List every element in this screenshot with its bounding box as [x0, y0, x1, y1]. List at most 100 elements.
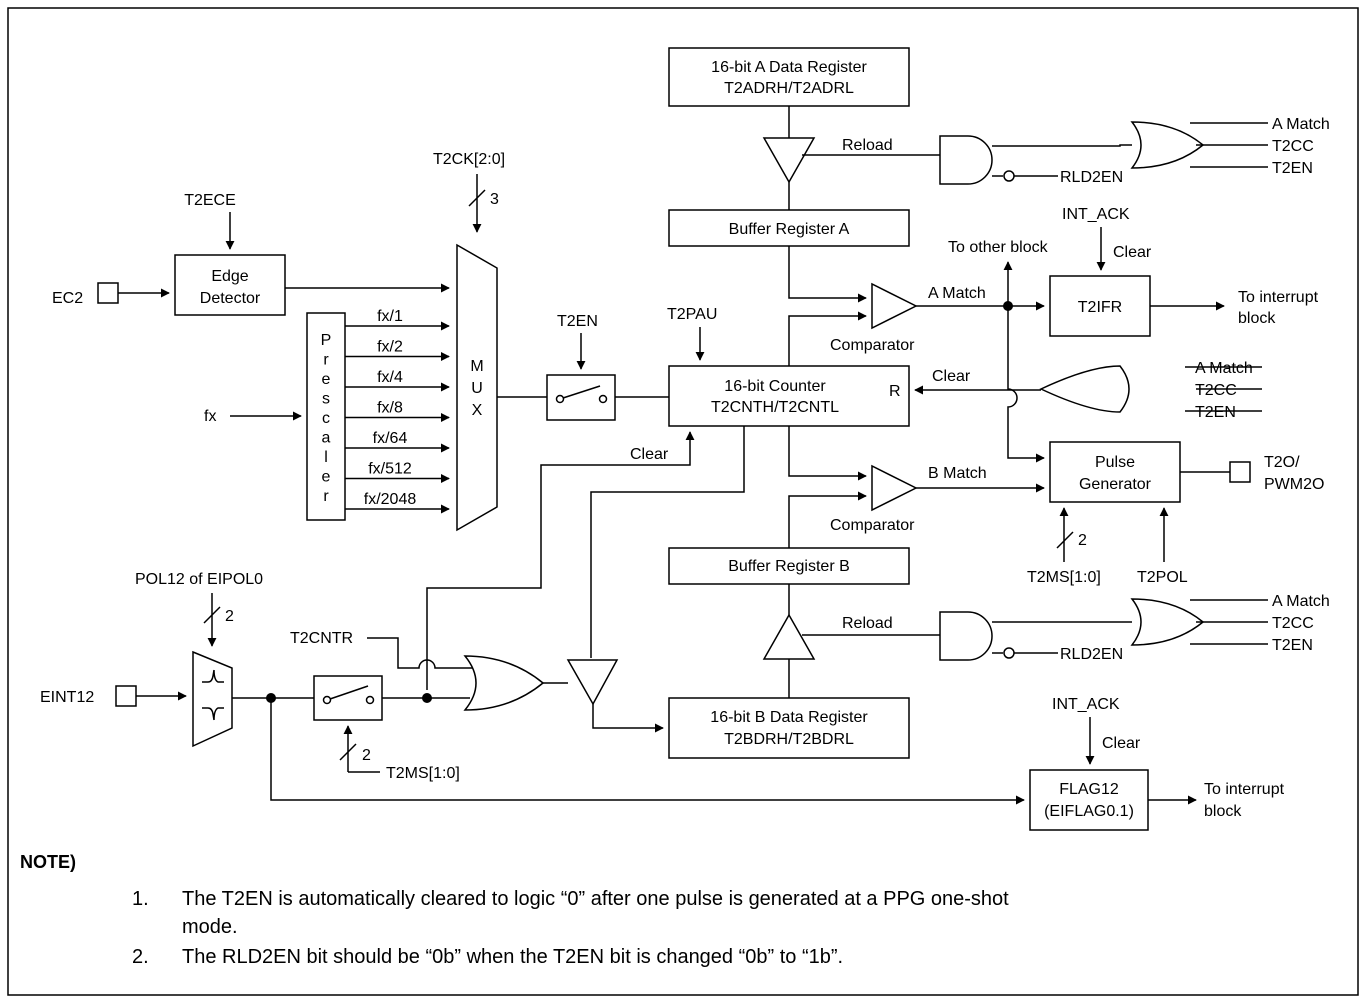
comparator-a-label: Comparator — [830, 337, 915, 354]
or-r-input-t2en: T2EN — [1195, 404, 1236, 421]
b-match-label: B Match — [928, 465, 987, 482]
counter-clear-label: Clear — [630, 446, 669, 463]
notes-title: NOTE) — [20, 852, 76, 872]
or-b-input-t2en: T2EN — [1272, 637, 1313, 654]
t2o-label-1: T2O/ — [1264, 454, 1300, 471]
or-a-input-t2cc: T2CC — [1272, 138, 1314, 155]
to-other-block-label: To other block — [948, 239, 1049, 256]
counter-reset-pin: R — [889, 383, 901, 400]
t2ck-bus-width: 3 — [490, 191, 499, 208]
t2ece-label: T2ECE — [184, 192, 236, 209]
t2ms-bus-width-b: 2 — [362, 747, 371, 764]
edge-detector-label-1: Edge — [211, 268, 248, 285]
mux-letter: X — [472, 402, 483, 419]
note-1-line-2: mode. — [182, 916, 238, 938]
comparator-b-label: Comparator — [830, 517, 915, 534]
pol12-label: POL12 of EIPOL0 — [135, 571, 263, 588]
mux-letter: M — [470, 358, 483, 375]
mux-letter: U — [471, 380, 483, 397]
t2o-pin — [1229, 461, 1251, 483]
counter-label-2: T2CNTH/T2CNTL — [711, 399, 839, 416]
t2ms-label-pulse: T2MS[1:0] — [1027, 569, 1101, 586]
prescaler-letter: r — [323, 352, 329, 369]
prescaler-output-label: fx/64 — [373, 430, 408, 447]
rld2en-inverter-a — [1003, 170, 1015, 182]
note-2-line-1: The RLD2EN bit should be “0b” when the T… — [182, 946, 843, 968]
a-data-register-name: T2ADRH/T2ADRL — [724, 80, 854, 97]
edge-detector — [174, 254, 286, 316]
pol12-bus-width: 2 — [225, 608, 234, 625]
b-data-register-name: T2BDRH/T2BDRL — [724, 731, 854, 748]
t2ifr-box — [1049, 275, 1151, 337]
or-b-input-t2cc: T2CC — [1272, 615, 1314, 632]
to-interrupt-label-a: To interrupt — [1238, 289, 1319, 306]
prescaler-letter: s — [322, 391, 330, 408]
t2pol-label: T2POL — [1137, 569, 1188, 586]
or-gate-t2cntr — [463, 655, 545, 711]
reload-label-a: Reload — [842, 137, 893, 154]
mux-letters: MUX — [470, 358, 483, 419]
prescaler-letter: e — [322, 371, 331, 388]
and-gate-a — [939, 135, 993, 185]
eint12-label: EINT12 — [40, 689, 94, 706]
rld2en-inverter-b — [1003, 647, 1015, 659]
eint12-pin — [115, 685, 137, 707]
rld2en-label-b: RLD2EN — [1060, 646, 1123, 663]
t2ms-bus-width-a: 2 — [1078, 532, 1087, 549]
edge-detector-label-2: Detector — [200, 290, 261, 307]
or-b-input-a-match: A Match — [1272, 593, 1330, 610]
outer-frame — [7, 7, 1359, 996]
b-data-register — [668, 697, 910, 759]
note-2-number: 2. — [132, 946, 149, 968]
a-data-register-title: 16-bit A Data Register — [711, 59, 867, 76]
prescaler-output-label: fx/2 — [377, 339, 403, 356]
reload-buffer-a — [762, 137, 816, 184]
prescaler-output-label: fx/2048 — [364, 491, 417, 508]
int-ack-label-b: INT_ACK — [1052, 696, 1120, 713]
t2o-label-2: PWM2O — [1264, 476, 1324, 493]
t2ck-label: T2CK[2:0] — [433, 151, 505, 168]
mux — [456, 243, 498, 532]
or-r-input-a-match: A Match — [1195, 360, 1253, 377]
to-interrupt-block-b: block — [1204, 803, 1242, 820]
counter-16bit — [668, 365, 910, 427]
or-gate-a — [1130, 121, 1205, 169]
pulse-generator-label-2: Generator — [1079, 476, 1152, 493]
flag12-box — [1029, 769, 1149, 831]
comparator-a — [871, 282, 918, 330]
pulse-generator-label-1: Pulse — [1095, 454, 1135, 471]
prescaler-output-label: fx/512 — [368, 461, 412, 478]
t2ms-label-eint: T2MS[1:0] — [386, 765, 460, 782]
prescaler-output-label: fx/4 — [377, 369, 403, 386]
comparator-b — [871, 464, 918, 512]
prescaler-letter: e — [322, 469, 331, 486]
flag12-label-1: FLAG12 — [1059, 781, 1119, 798]
rld2en-label-a: RLD2EN — [1060, 169, 1123, 186]
buffer-register-a-label: Buffer Register A — [729, 221, 850, 238]
t2ifr-label: T2IFR — [1078, 299, 1122, 316]
counter-label-1: 16-bit Counter — [724, 378, 826, 395]
t2cntr-label: T2CNTR — [290, 630, 353, 647]
reload-buffer-b — [762, 613, 816, 660]
note-1-number: 1. — [132, 888, 149, 910]
a-data-register — [668, 47, 910, 107]
pulse-generator — [1049, 441, 1181, 503]
or-r-input-t2cc: T2CC — [1195, 382, 1237, 399]
prescaler-letter: c — [322, 410, 330, 427]
t2pau-label: T2PAU — [667, 306, 717, 323]
int-ack-label-a: INT_ACK — [1062, 206, 1130, 223]
or-a-input-t2en: T2EN — [1272, 160, 1313, 177]
reload-label-b: Reload — [842, 615, 893, 632]
fx-label: fx — [204, 408, 216, 425]
ec2-label: EC2 — [52, 290, 83, 307]
edge-polarity-select — [192, 650, 233, 748]
t2en-switch-label: T2EN — [557, 313, 598, 330]
prescaler-letter: l — [324, 449, 328, 466]
to-interrupt-label-b: To interrupt — [1204, 781, 1285, 798]
prescaler-output-label: fx/8 — [377, 400, 403, 417]
or-gate-b — [1130, 598, 1205, 646]
to-interrupt-block-a: block — [1238, 310, 1276, 327]
